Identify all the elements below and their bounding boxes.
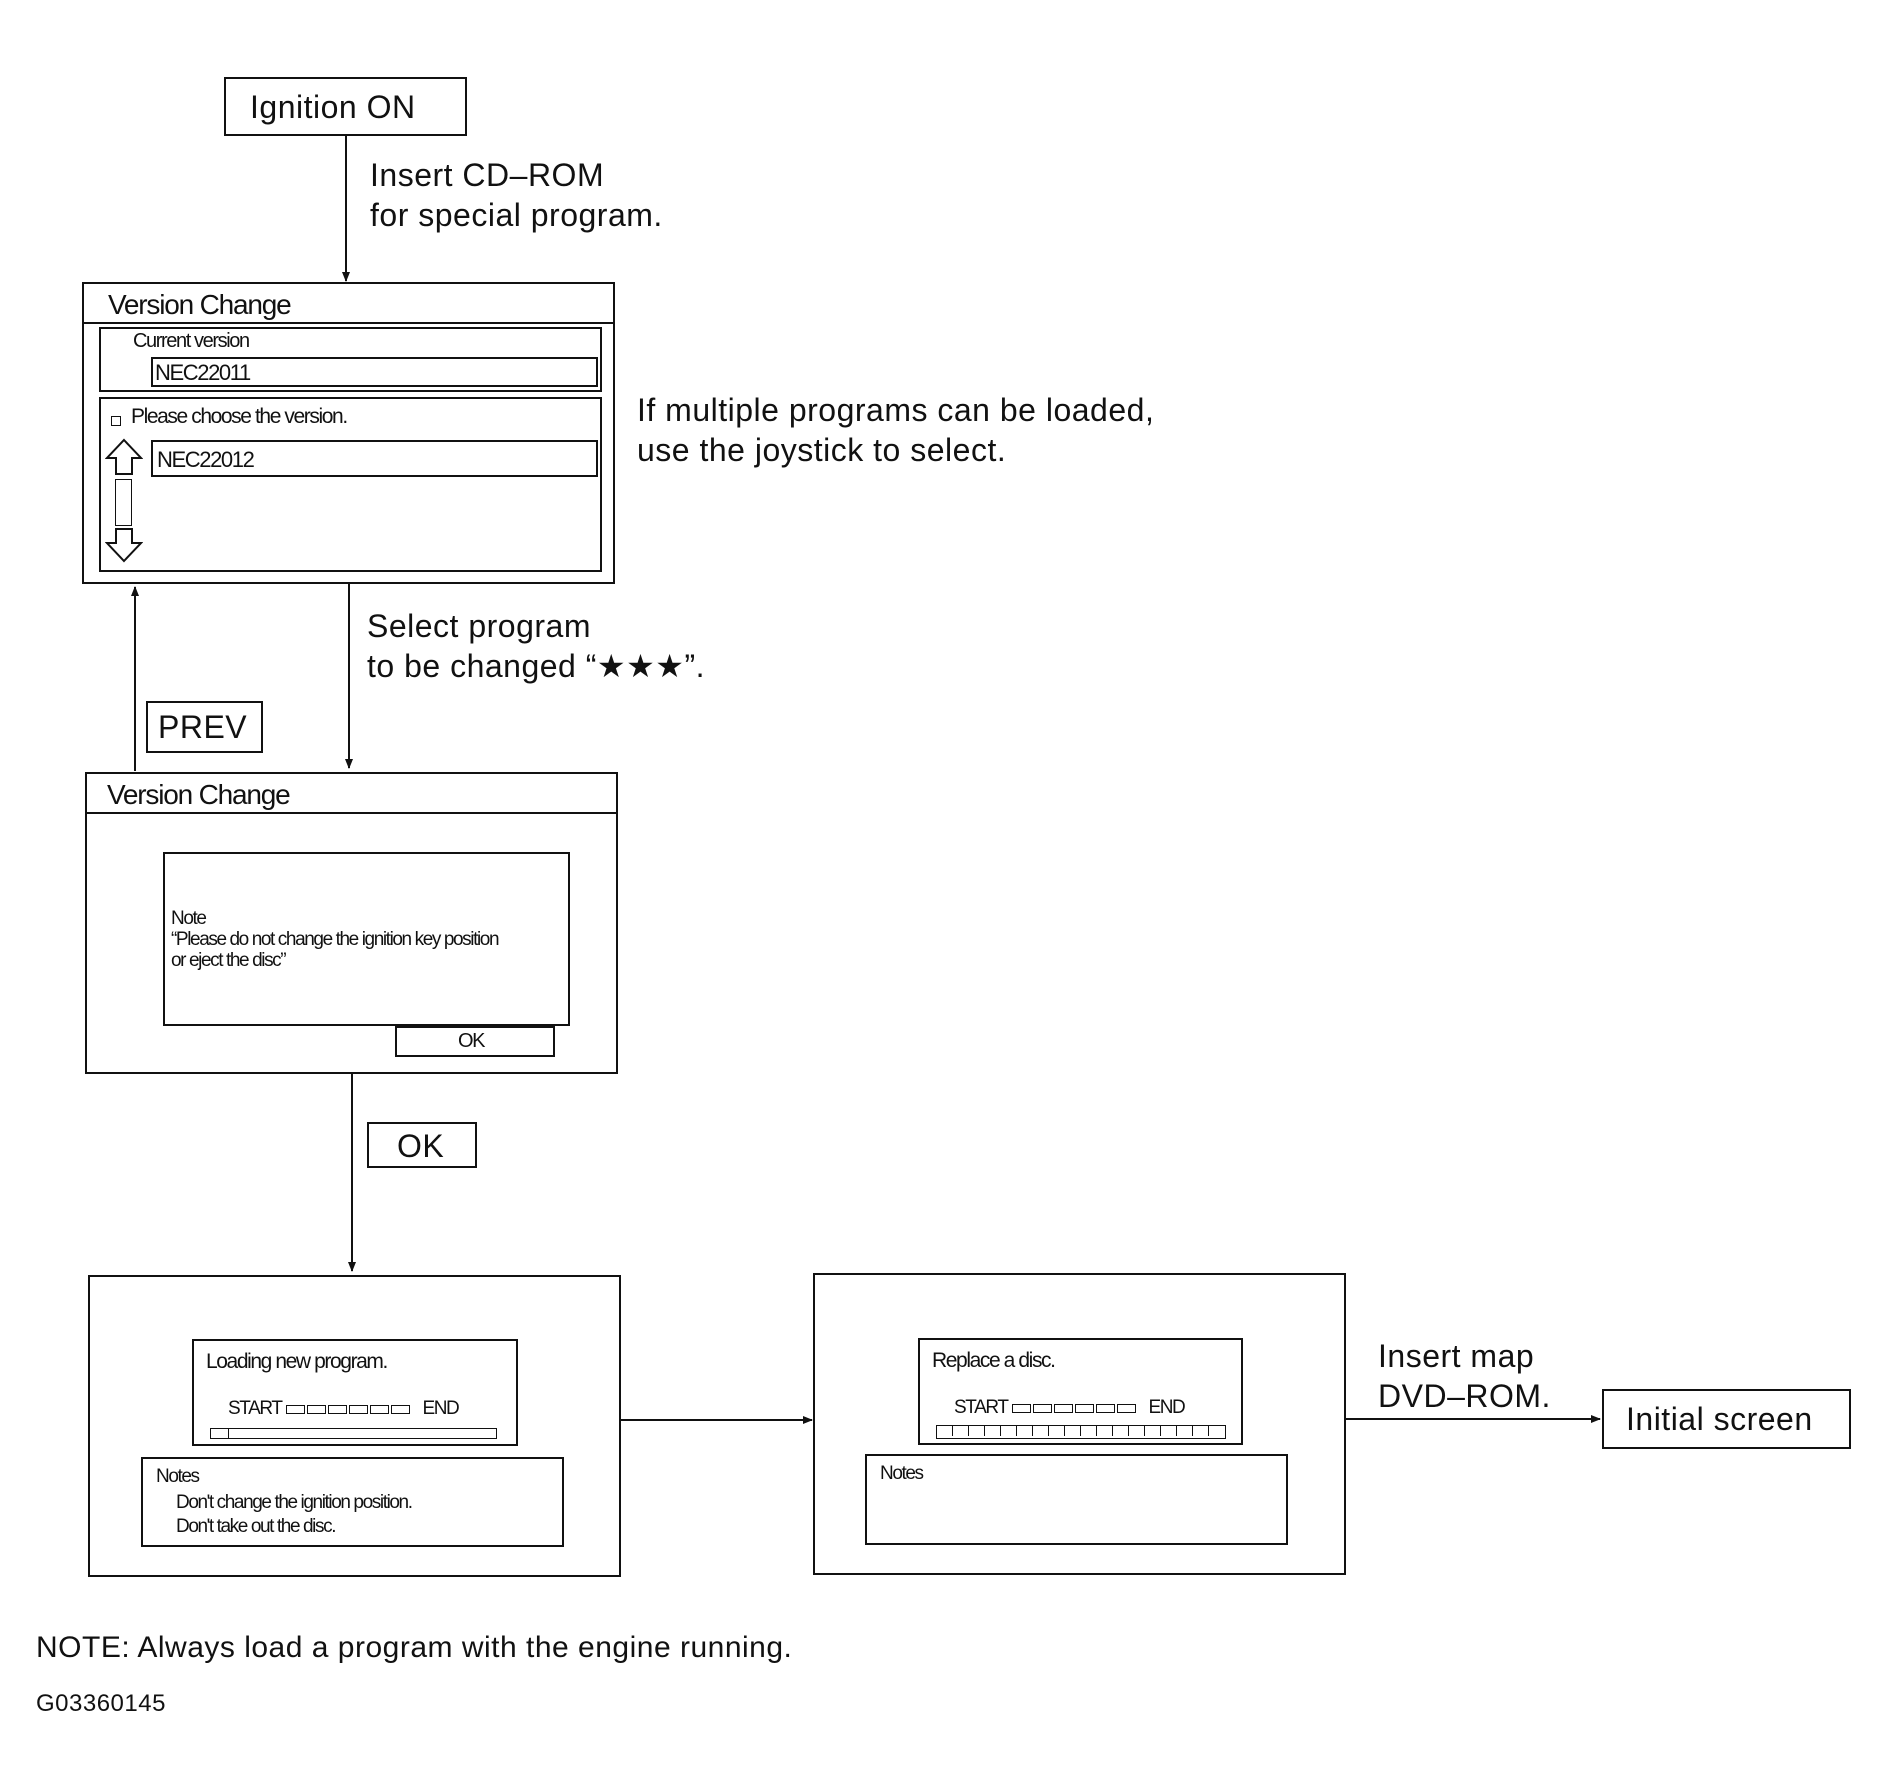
progress-cell [1145, 1426, 1161, 1436]
scale-segment [1011, 1403, 1031, 1413]
bullet-icon [111, 416, 121, 426]
footer-note: NOTE: Always load a program with the eng… [36, 1631, 793, 1664]
progress-cell [1193, 1426, 1209, 1436]
progress-cell [1129, 1426, 1145, 1436]
progress-bar [210, 1428, 497, 1439]
current-version-field: NEC22011 [151, 357, 598, 387]
screen2-titlebar: Version Change [87, 774, 616, 814]
progress-cell [953, 1426, 969, 1436]
loading-panel: Loading new program. START END [192, 1339, 518, 1446]
ignition-on-box: Ignition ON [224, 77, 467, 136]
progress-cell [1065, 1426, 1081, 1436]
insert-cd-line1: Insert CD–ROM [370, 157, 605, 193]
current-version-value: NEC22011 [155, 360, 251, 385]
start-label: START [228, 1398, 283, 1419]
screen1-version-change: Version Change Current version NEC22011 … [82, 282, 615, 584]
progress-cell [1097, 1426, 1113, 1436]
progress-cell [985, 1426, 1001, 1436]
screen4-replace-disc: Replace a disc. START END Notes [813, 1273, 1346, 1575]
insert-map-line1: Insert map [1378, 1338, 1535, 1374]
note-dialog-title: Note [171, 908, 207, 929]
dialog-ok-button[interactable]: OK [395, 1026, 555, 1057]
notes-line2: Don't take out the disc. [176, 1516, 336, 1537]
dialog-ok-label: OK [458, 1030, 486, 1052]
progress-cell [969, 1426, 985, 1436]
prev-button-label: PREV [158, 709, 248, 745]
initial-screen-box: Initial screen [1602, 1389, 1851, 1449]
insert-map-line2: DVD–ROM. [1378, 1378, 1551, 1414]
choose-version-panel: Please choose the version. NEC22012 [99, 397, 602, 572]
screen1-titlebar: Version Change [84, 284, 613, 324]
select-program-line2: to be changed “★★★”. [367, 648, 705, 684]
screen2-title: Version Change [107, 779, 291, 810]
select-program-line1: Select program [367, 608, 591, 644]
progress-cell [1033, 1426, 1049, 1436]
scale-segment [348, 1404, 368, 1414]
progress-cell [1081, 1426, 1097, 1436]
replace-text: Replace a disc. [932, 1349, 1056, 1372]
notes-panel: Notes Don't change the ignition position… [141, 1457, 564, 1547]
version-choice-item[interactable]: NEC22012 [151, 440, 598, 477]
scale-segment [1032, 1403, 1052, 1413]
scale-segment [1095, 1403, 1115, 1413]
end-label: END [422, 1398, 459, 1419]
progress-cell [937, 1426, 953, 1436]
progress-cell [1049, 1426, 1065, 1436]
end-label: END [1148, 1397, 1185, 1418]
scale-segment [285, 1404, 305, 1414]
scale-segment [1053, 1403, 1073, 1413]
scale-segment [390, 1404, 410, 1414]
screen1-title: Version Change [108, 289, 292, 320]
scale-segment [327, 1404, 347, 1414]
scale-segment [369, 1404, 389, 1414]
version-choice-value: NEC22012 [157, 447, 255, 472]
note-dialog: Note “Please do not change the ignition … [163, 852, 570, 1026]
progress-cell [1161, 1426, 1177, 1436]
progress-bar-full [936, 1425, 1226, 1439]
choose-version-prompt: Please choose the version. [131, 405, 348, 428]
progress-cell [1177, 1426, 1193, 1436]
progress-cell [1017, 1426, 1033, 1436]
screen2-version-change: Version Change Note “Please do not chang… [85, 772, 618, 1074]
note-dialog-line1: “Please do not change the ignition key p… [171, 929, 500, 950]
ok-button-label: OK [397, 1128, 445, 1164]
scroll-up-arrow-icon[interactable] [104, 438, 144, 481]
progress-cell [1113, 1426, 1129, 1436]
ok-button[interactable]: OK [367, 1122, 477, 1168]
scrollbar-track[interactable] [115, 479, 132, 526]
scale-segment [1116, 1403, 1136, 1413]
progress-scale: START END [228, 1398, 460, 1422]
initial-screen-label: Initial screen [1626, 1401, 1813, 1437]
progress-scale: START END [954, 1397, 1186, 1421]
notes-line1: Don't change the ignition position. [176, 1492, 413, 1513]
current-version-label: Current version [133, 330, 250, 352]
multi-program-line2: use the joystick to select. [637, 432, 1007, 468]
screen3-loading: Loading new program. START END Notes Don… [88, 1275, 621, 1577]
insert-cd-line2: for special program. [370, 197, 663, 233]
loading-text: Loading new program. [206, 1350, 388, 1373]
replace-panel: Replace a disc. START END [918, 1338, 1243, 1445]
current-version-panel: Current version NEC22011 [99, 327, 602, 392]
start-label: START [954, 1397, 1009, 1418]
progress-cell [1001, 1426, 1017, 1436]
scroll-down-arrow-icon[interactable] [104, 527, 144, 568]
notes-title: Notes [880, 1463, 924, 1484]
ignition-on-label: Ignition ON [250, 89, 416, 125]
prev-button[interactable]: PREV [146, 701, 263, 753]
note-dialog-line2: or eject the disc” [171, 950, 287, 971]
scale-segment [1074, 1403, 1094, 1413]
multi-program-line1: If multiple programs can be loaded, [637, 392, 1155, 428]
notes-title: Notes [156, 1466, 200, 1487]
scale-segment [306, 1404, 326, 1414]
footer-code: G03360145 [36, 1690, 166, 1717]
notes-panel: Notes [865, 1454, 1288, 1545]
progress-fill-marker [228, 1429, 229, 1438]
